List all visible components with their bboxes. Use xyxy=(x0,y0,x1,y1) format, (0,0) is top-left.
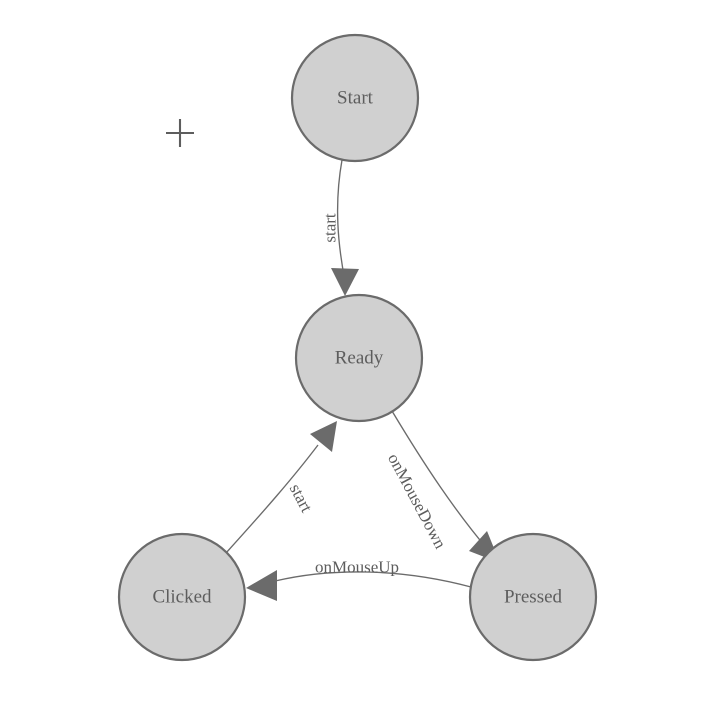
edge-pressed-to-clicked[interactable]: onMouseUp xyxy=(246,558,472,602)
node-clicked-circle[interactable] xyxy=(117,532,247,662)
node-clicked[interactable]: Clicked xyxy=(117,532,247,662)
edge-clicked-to-ready-arrowhead xyxy=(310,421,337,452)
edge-start-to-ready-label: start xyxy=(321,213,340,243)
edge-pressed-to-clicked-path xyxy=(274,571,472,588)
node-ready[interactable]: Ready xyxy=(294,293,424,423)
edge-clicked-to-ready-label: start xyxy=(286,481,317,516)
edge-clicked-to-ready-path xyxy=(225,444,319,554)
node-start-circle[interactable] xyxy=(290,33,420,163)
node-pressed[interactable]: Pressed xyxy=(468,532,598,662)
edge-clicked-to-ready[interactable]: start xyxy=(225,421,337,554)
edge-start-to-ready-path xyxy=(336,159,346,282)
edge-ready-to-pressed-path xyxy=(391,410,490,552)
edge-ready-to-pressed-label: onMouseDown xyxy=(384,450,450,552)
edge-start-to-ready-arrowhead xyxy=(331,268,359,296)
edge-start-to-ready[interactable]: start xyxy=(321,159,360,296)
node-start[interactable]: Start xyxy=(290,33,420,163)
node-pressed-circle[interactable] xyxy=(468,532,598,662)
edge-pressed-to-clicked-arrowhead xyxy=(246,570,277,601)
crosshair-icon xyxy=(166,119,194,147)
node-ready-circle[interactable] xyxy=(294,293,424,423)
edge-ready-to-pressed[interactable]: onMouseDown xyxy=(384,410,500,563)
